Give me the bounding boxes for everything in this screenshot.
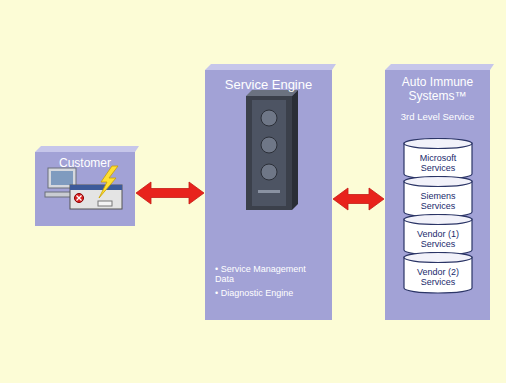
- bullet-item: • Diagnostic Engine: [215, 288, 327, 298]
- box-title: Service Engine: [205, 78, 332, 93]
- database-segment: Vendor (1) Services: [403, 214, 473, 256]
- double-arrow: [136, 182, 204, 204]
- box-title: Auto Immune Systems™: [389, 76, 486, 104]
- database-segment: Siemens Services: [403, 176, 473, 218]
- auto-immune-box: Auto Immune Systems™ 3rd Level ServiceMic…: [385, 70, 490, 320]
- panel-top: [205, 64, 336, 70]
- segment-label: Siemens Services: [407, 191, 469, 212]
- database-segment: Microsoft Services: [403, 138, 473, 180]
- segment-label: Microsoft Services: [407, 153, 469, 174]
- box-title: Customer: [35, 157, 135, 171]
- segment-label: Vendor (1) Services: [407, 229, 469, 250]
- panel-top: [385, 64, 494, 70]
- double-arrow: [333, 188, 384, 210]
- box-subtitle: 3rd Level Service: [387, 112, 488, 123]
- bullet-item: • Service Management Data: [215, 264, 327, 285]
- database-segment: Vendor (2) Services: [403, 252, 473, 294]
- server-illustration: [246, 90, 298, 210]
- computer-icon: [45, 166, 122, 209]
- service-engine-box: Service Engine • Service Management Data •…: [205, 70, 332, 320]
- segment-label: Vendor (2) Services: [407, 267, 469, 288]
- customer-box: Customer: [35, 152, 135, 226]
- panel-top: [35, 146, 139, 152]
